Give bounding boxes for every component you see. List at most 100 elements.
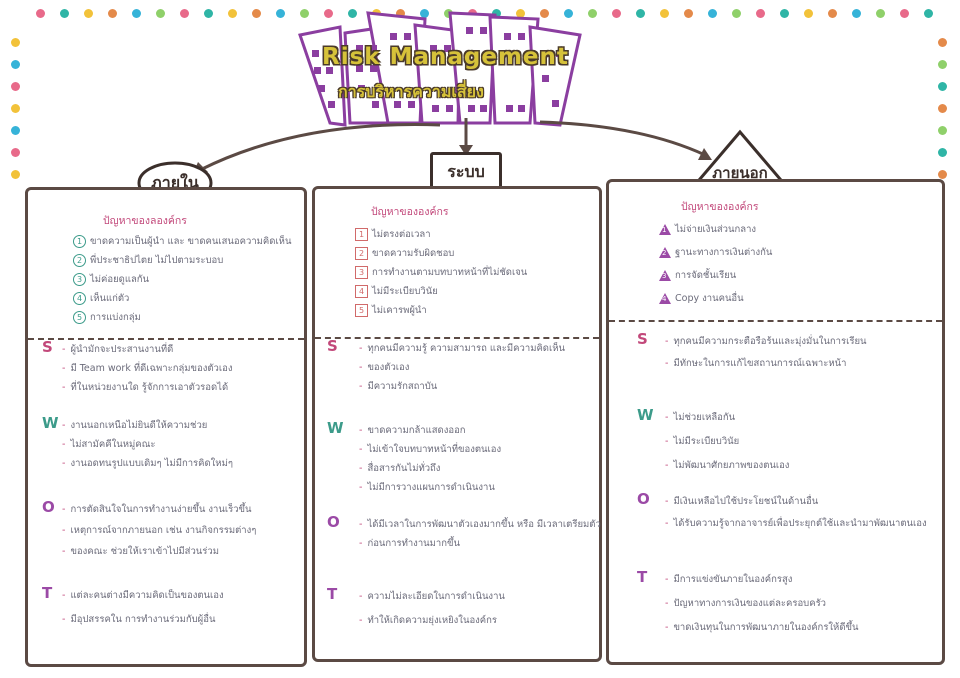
decorative-dot — [876, 9, 885, 18]
dash-bullet: - — [62, 546, 66, 557]
dash-bullet: - — [665, 460, 669, 471]
internal-t-item: -มีอุปสรรคใน การทำงานร่วมกับผู้อื่น — [62, 612, 215, 627]
external-t-item: -มีการแข่งขันภายในองค์กรสูง — [665, 572, 792, 587]
internal-o-item: -เหตุการณ์จากภายนอก เช่น งานกิจกรรมต่างๆ — [62, 523, 256, 538]
external-t-item: -ปัญหาทางการเงินของแต่ละครอบครัว — [665, 596, 826, 611]
swot-letter-s: S — [327, 337, 338, 355]
internal-w-item: -งานอดทนรูปแบบเดิมๆ ไม่มีการคิดใหม่ๆ — [62, 456, 233, 471]
swot-letter-w: W — [42, 414, 59, 432]
decorative-dot — [780, 9, 789, 18]
internal-w-text: งานอดทนรูปแบบเดิมๆ ไม่มีการคิดใหม่ๆ — [70, 458, 233, 469]
system-s-item: -ทุกคนมีความรู้ ความสามารถ และมีความคิดเ… — [359, 341, 565, 356]
system-o-text: ก่อนการทำงานมากขึ้น — [367, 538, 460, 549]
decorative-dot — [252, 9, 261, 18]
triangle-number-icon: 1 — [659, 224, 671, 235]
arrow-to-internal — [199, 123, 441, 172]
dash-bullet: - — [665, 412, 669, 423]
internal-s-item: -ผู้นำมักจะประสานงานที่ดี — [62, 342, 173, 357]
system-s-item: -ของตัวเอง — [359, 360, 409, 375]
external-o-item: -มีเงินเหลือไปใช้ประโยชน์ในด้านอื่น — [665, 494, 818, 509]
decorative-dot — [228, 9, 237, 18]
system-problem-text: การทำงานตามบทบาทหน้าที่ไม่ชัดเจน — [372, 267, 528, 278]
internal-o-text: การตัดสินใจในการทำงานง่ายขึ้น งานเร็วขึ้… — [70, 504, 252, 515]
swot-letter-t: T — [327, 585, 338, 603]
dash-bullet: - — [359, 444, 363, 455]
decorative-dot — [36, 9, 45, 18]
external-w-text: ไม่พัฒนาศักยภาพของตนเอง — [673, 460, 790, 471]
decorative-dot — [612, 9, 621, 18]
decorative-dot — [108, 9, 117, 18]
internal-w-text: ไม่สามัคคีในหมู่คณะ — [70, 439, 156, 450]
decorative-dot — [660, 9, 669, 18]
dash-bullet: - — [359, 482, 363, 493]
decorative-dot — [708, 9, 717, 18]
internal-problem-text: เห็นแก่ตัว — [90, 293, 130, 304]
dash-bullet: - — [359, 615, 363, 626]
arrow-to-external — [539, 120, 706, 157]
triangle-number-icon: 2 — [659, 247, 671, 258]
external-t-text: ขาดเงินทุนในการพัฒนาภายในองค์กรให้ดีขึ้น — [673, 622, 859, 633]
dash-bullet: - — [665, 436, 669, 447]
title-english: Risk Management — [322, 44, 569, 70]
dash-bullet: - — [62, 525, 66, 536]
swot-letter-s: S — [42, 338, 53, 356]
internal-problem-text: การแบ่งกลุ่ม — [90, 312, 141, 323]
swot-letter-o: O — [42, 498, 55, 516]
internal-problem-text: พี่ประชาธิปไตย ไม่ไปตามระบอบ — [90, 255, 224, 266]
internal-problem-text: ขาดความเป็นผู้นำ และ ขาดคนเสนอความคิดเห็… — [90, 236, 292, 247]
external-s-item: -มีทักษะในการแก้ไขสถานการณ์เฉพาะหน้า — [665, 356, 846, 371]
decorative-dot — [732, 9, 741, 18]
building-illustration — [298, 11, 582, 127]
decorative-dot — [492, 9, 501, 18]
dash-bullet: - — [665, 622, 669, 633]
decorative-dot — [156, 9, 165, 18]
internal-t-text: มีอุปสรรคใน การทำงานร่วมกับผู้อื่น — [70, 614, 216, 625]
internal-problem-item: 4 เห็นแก่ตัว — [73, 291, 129, 306]
internal-problem-item: 5 การแบ่งกลุ่ม — [73, 310, 141, 325]
decorative-dot — [444, 9, 453, 18]
circle-number-icon: 4 — [73, 292, 86, 305]
decorative-dot — [564, 9, 573, 18]
system-o-item: -ได้มีเวลาในการพัฒนาตัวเองมากขึ้น หรือ ม… — [359, 517, 601, 532]
external-s-item: -ทุกคนมีความกระตือรือร้นและมุ่งมั่นในการ… — [665, 334, 867, 349]
external-problem-text: ฐานะทางการเงินต่างกัน — [675, 247, 773, 258]
decorative-dot — [276, 9, 285, 18]
decorative-dot — [300, 9, 309, 18]
external-w-item: -ไม่พัฒนาศักยภาพของตนเอง — [665, 458, 789, 473]
circle-number-icon: 5 — [73, 311, 86, 324]
decorative-dot — [938, 104, 947, 113]
internal-o-item: -การตัดสินใจในการทำงานง่ายขึ้น งานเร็วขึ… — [62, 502, 252, 517]
dash-bullet: - — [359, 343, 363, 354]
dash-bullet: - — [62, 590, 66, 601]
internal-s-item: -มี Team work ที่ดีเฉพาะกลุ่มของตัวเอง — [62, 361, 232, 376]
internal-problem-text: ไม่ค่อยดูแลกัน — [90, 274, 150, 285]
decorative-dot — [396, 9, 405, 18]
decorative-dot — [11, 126, 20, 135]
system-o-text: ได้มีเวลาในการพัฒนาตัวเองมากขึ้น หรือ มี… — [367, 519, 601, 530]
dash-bullet: - — [62, 458, 66, 469]
internal-t-text: แต่ละคนต่างมีความคิดเป็นของตนเอง — [70, 590, 224, 601]
square-number-icon: 1 — [355, 228, 368, 241]
decorative-dot — [938, 60, 947, 69]
decorative-dot — [900, 9, 909, 18]
swot-letter-s: S — [637, 330, 648, 348]
decorative-dot — [938, 38, 947, 47]
external-t-text: ปัญหาทางการเงินของแต่ละครอบครัว — [673, 598, 827, 609]
internal-s-text: ผู้นำมักจะประสานงานที่ดี — [70, 344, 174, 355]
dash-bullet: - — [62, 504, 66, 515]
system-s-item: -มีความรักสถาบัน — [359, 379, 437, 394]
decorative-dot — [11, 148, 20, 157]
system-s-text: ทุกคนมีความรู้ ความสามารถ และมีความคิดเห… — [367, 343, 565, 354]
system-t-item: -ทำให้เกิดความยุ่งเหยิงในองค์กร — [359, 613, 497, 628]
decorative-dot — [938, 148, 947, 157]
dash-bullet: - — [665, 496, 669, 507]
dash-bullet: - — [665, 598, 669, 609]
swot-letter-t: T — [42, 584, 53, 602]
system-s-text: มีความรักสถาบัน — [367, 381, 438, 392]
